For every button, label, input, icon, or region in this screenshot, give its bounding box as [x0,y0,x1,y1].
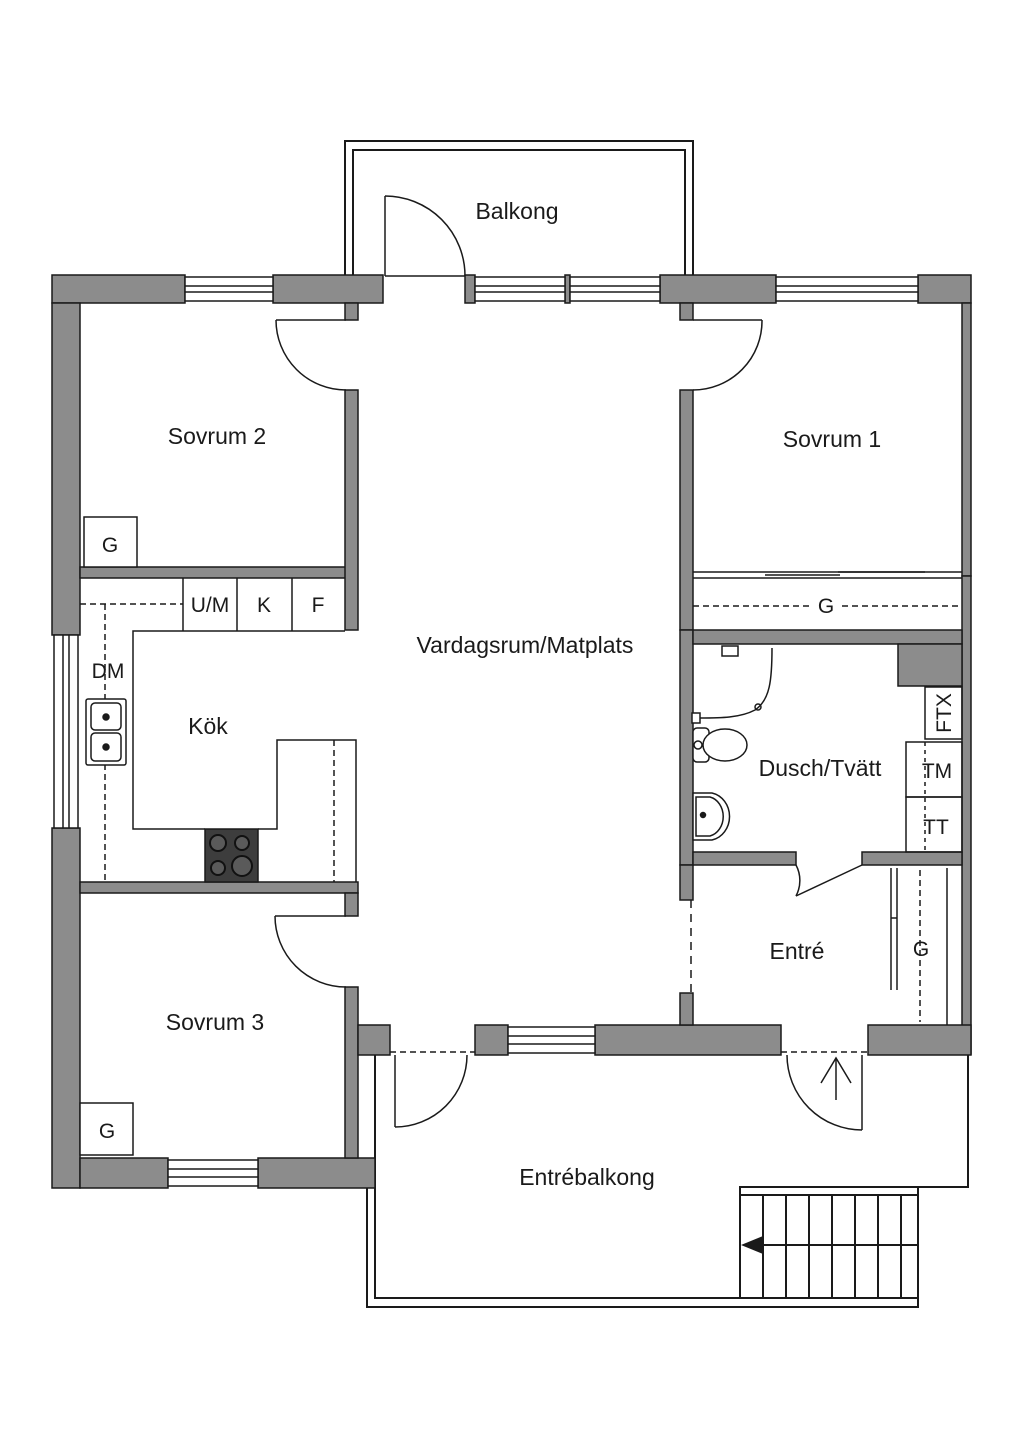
wardrobe-label-sovrum2: G [102,534,118,557]
fixture-label-k: K [257,594,271,617]
hob-icon [204,828,259,883]
entrance-arrow-icon [820,1056,852,1100]
fixture-label-dm: DM [92,660,125,683]
tm-tt-units [905,741,963,853]
kitchen-counters [80,578,357,882]
sink-icon [85,698,127,766]
wardrobe-sovrum1 [693,571,962,607]
wardrobe-sovrum3 [79,1102,134,1156]
fixture-label-ftx: FTX [933,693,956,733]
washbasin-icon [692,792,731,841]
stairs-direction-icon [741,1236,763,1254]
ftx-unit [924,686,963,740]
toilet-icon [692,727,748,763]
room-label-entre: Entré [770,938,825,964]
room-label-kok: Kök [188,713,228,739]
room-label-sovrum2: Sovrum 2 [168,423,266,449]
wardrobe-entre [890,868,948,1025]
doors [274,195,868,1131]
wardrobe-label-sovrum1: G [818,595,834,618]
fixture-label-f: F [312,594,325,617]
room-label-dusch: Dusch/Tvätt [759,755,882,781]
room-label-entrebalkong: Entrébalkong [519,1164,655,1190]
wardrobe-sovrum2 [83,516,138,568]
stairs [739,1186,919,1299]
wardrobe-label-sovrum3: G [99,1120,115,1143]
shower-icon [691,645,773,724]
room-label-balkong: Balkong [475,198,558,224]
walls [51,274,972,1189]
room-label-vardagsrum: Vardagsrum/Matplats [417,632,634,658]
wardrobe-label-entre: G [913,938,929,961]
room-label-sovrum3: Sovrum 3 [166,1009,264,1035]
room-label-sovrum1: Sovrum 1 [783,426,881,452]
balcony-top [344,140,694,276]
fixture-label-tt: TT [923,816,949,839]
fixture-label-tm: TM [922,760,952,783]
windows [53,276,919,1187]
fixture-label-um: U/M [191,594,230,617]
